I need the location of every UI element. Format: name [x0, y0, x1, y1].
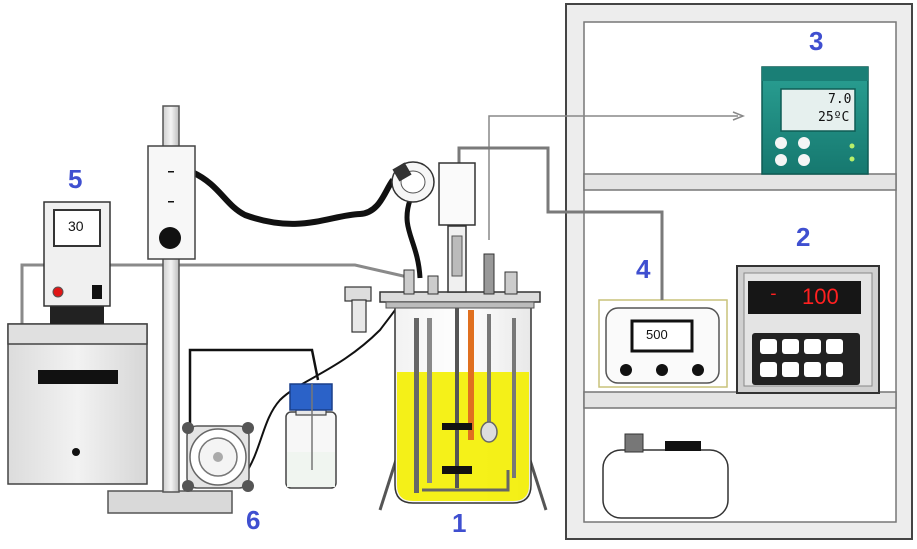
controller-display: [748, 281, 861, 314]
stirrer-display: [630, 319, 694, 353]
water-bath: [7, 201, 148, 485]
cabinet-bottom-device: [602, 433, 729, 519]
air-filter: [391, 161, 435, 203]
ph-display: [780, 88, 856, 132]
connections: [20, 111, 746, 477]
label-ph-meter: 3: [809, 26, 824, 56]
bath-value: 30: [68, 218, 84, 234]
label-stirrer-box: 4: [636, 254, 651, 284]
label-pump: 6: [246, 505, 261, 535]
ph-temperature: 25ºC: [818, 110, 850, 125]
stirrer-value: 500: [646, 327, 668, 342]
stirrer-control: [598, 299, 728, 388]
lab-stand: [107, 105, 233, 514]
stirrer-motor: [438, 162, 476, 226]
controller-value: 100: [802, 284, 839, 309]
ph-meter: [761, 66, 869, 175]
label-water-bath: 5: [68, 164, 83, 194]
shelf-bottom: [583, 391, 897, 409]
bottle-cap: [289, 383, 333, 411]
peristaltic-pump: [182, 422, 254, 492]
temperature-probe: [468, 310, 474, 440]
label-controller: 2: [796, 222, 811, 252]
bath-display: [53, 209, 101, 247]
feed-bottle: [285, 383, 337, 489]
controller: [736, 265, 880, 394]
label-bioreactor: 1: [452, 508, 467, 538]
controller-minus: -: [768, 283, 779, 304]
ph-probe: [480, 421, 498, 443]
bioreactor-vessel: [344, 161, 548, 511]
ph-value: 7.0: [828, 92, 852, 107]
shelf-top: [583, 173, 897, 191]
controller-keypad: [752, 333, 860, 385]
